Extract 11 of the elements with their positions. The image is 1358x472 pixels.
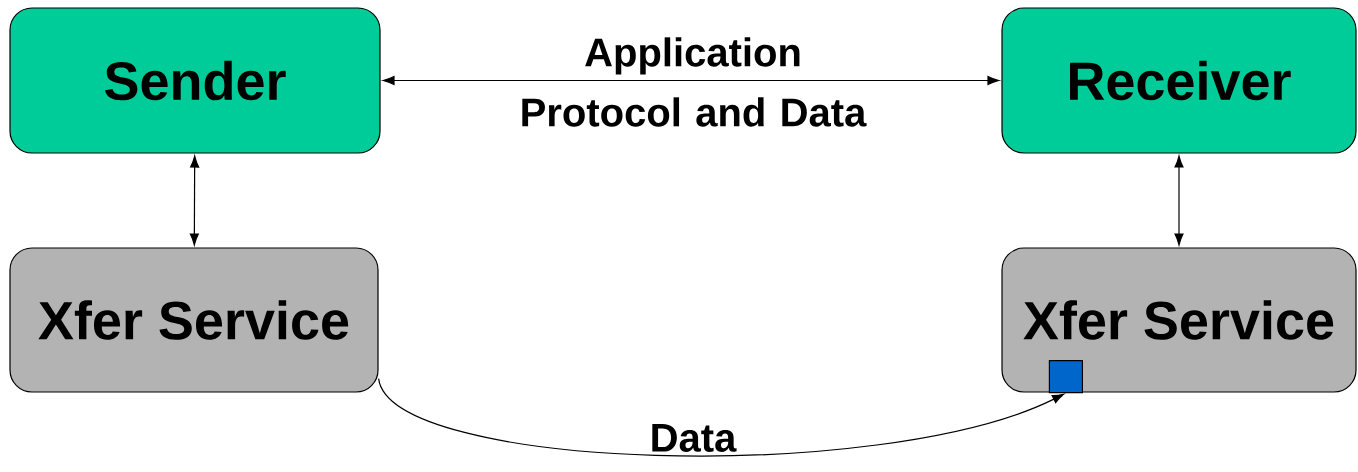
edge-label: Application Protocol and Data: [522, 37, 867, 127]
arrow: [189, 155, 200, 246]
arrow: [1174, 155, 1184, 246]
arrow: [378, 378, 1065, 457]
edge-label: Data: [652, 424, 737, 452]
service-box: Xfer Service: [9, 247, 379, 393]
sender-box: Sender: [9, 7, 381, 154]
buffer-square: [1048, 360, 1083, 394]
service-box: Xfer Service: [1001, 247, 1357, 393]
receiver-box: Receiver: [1001, 7, 1357, 154]
arrow: [382, 75, 1000, 86]
